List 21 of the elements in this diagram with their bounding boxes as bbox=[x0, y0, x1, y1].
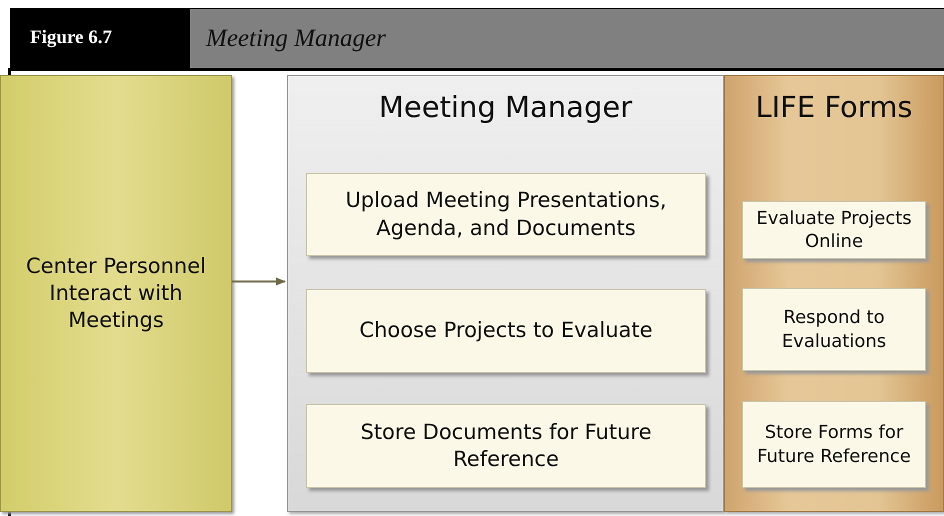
figure-title: Meeting Manager bbox=[206, 24, 386, 52]
panel-heading: Meeting Manager bbox=[378, 90, 632, 124]
module-panel bbox=[724, 75, 944, 512]
box-label: Evaluate Projects Online bbox=[755, 206, 913, 254]
panel-heading: LIFE Forms bbox=[755, 90, 913, 124]
process-box bbox=[306, 289, 706, 373]
box-label: Store Documents for Future Reference bbox=[359, 418, 653, 473]
process-box bbox=[306, 404, 706, 488]
box-label: Store Forms for Future Reference bbox=[756, 421, 912, 468]
figure-number: Figure 6.7 bbox=[10, 8, 190, 68]
process-box bbox=[742, 401, 926, 488]
module-panel bbox=[287, 75, 724, 512]
box-label: Respond to Evaluations bbox=[780, 306, 888, 353]
process-box bbox=[306, 173, 706, 256]
arrow bbox=[232, 278, 286, 286]
process-box bbox=[742, 201, 926, 259]
box-label: Upload Meeting Presentations, Agenda, and Documents bbox=[344, 187, 668, 242]
box-label: Center Personnel Interact with Meetings bbox=[25, 252, 207, 334]
process-box bbox=[742, 288, 926, 371]
box-label: Choose Projects to Evaluate bbox=[358, 317, 654, 344]
actor-box bbox=[0, 75, 232, 512]
